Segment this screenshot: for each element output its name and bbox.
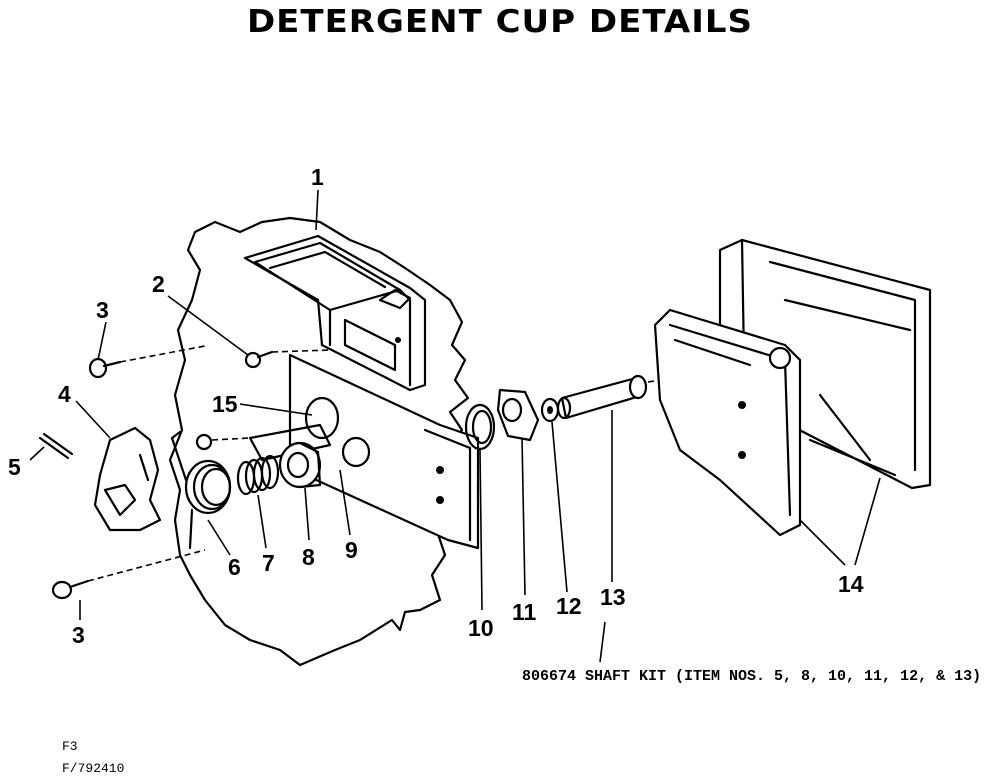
door-panel-outline — [168, 216, 470, 667]
callout-8: 8 — [302, 544, 315, 570]
diagram-title: DETERGENT CUP DETAILS — [246, 3, 754, 41]
part-12-washer — [540, 397, 560, 423]
callout-11: 11 — [512, 599, 537, 625]
callout-4: 4 — [58, 381, 71, 407]
callout-9: 9 — [345, 537, 358, 563]
callout-13: 13 — [600, 584, 626, 610]
callout-2: 2 — [152, 271, 165, 297]
callout-7: 7 — [262, 550, 275, 576]
part-10-seal-ring — [464, 403, 496, 451]
shaft-kit-note: 806674 SHAFT KIT (ITEM NOS. 5, 8, 10, 11… — [522, 668, 981, 685]
part-11-bushing — [496, 388, 540, 442]
part-screw-middle — [195, 433, 213, 451]
callout-5: 5 — [8, 454, 21, 480]
footer-code-2: F/792410 — [62, 761, 124, 776]
callout-3-lower: 3 — [72, 622, 85, 648]
part-2-screw — [244, 350, 274, 369]
part-5-pin — [38, 432, 74, 460]
part-14-cup-cover — [653, 238, 932, 537]
callout-12: 12 — [556, 593, 582, 619]
callout-1: 1 — [311, 164, 324, 190]
part-1-detergent-cup — [243, 234, 427, 392]
callout-3-upper: 3 — [96, 297, 109, 323]
callout-15: 15 — [212, 391, 238, 417]
part-7-spring — [236, 454, 280, 496]
callout-10: 10 — [468, 615, 494, 641]
part-6-torsion-spring — [170, 430, 232, 550]
part-4-latch — [93, 426, 162, 532]
callout-14: 14 — [838, 571, 864, 597]
part-3-screw-lower — [51, 579, 90, 600]
footer-code-1: F3 — [62, 739, 78, 754]
part-15-cam — [248, 396, 340, 462]
callout-6: 6 — [228, 554, 241, 580]
part-3-screw-upper — [88, 357, 122, 379]
part-9-mounting-plate — [288, 353, 480, 550]
part-8-bearing — [278, 441, 322, 489]
part-13-shaft — [556, 374, 648, 420]
